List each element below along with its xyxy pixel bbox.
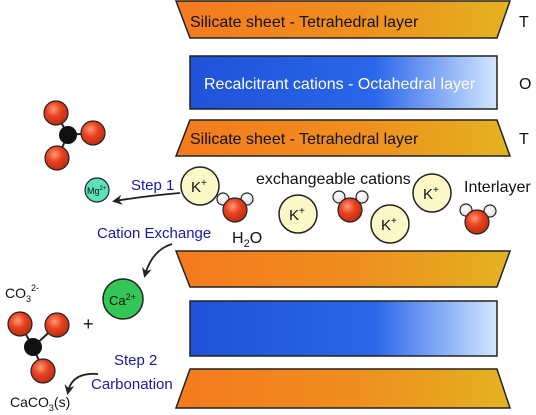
bottom-tetrahedral-sheet: [174, 119, 512, 157]
bottom-tetrahedral-label: Silicate sheet - Tetrahedral layer: [190, 131, 419, 148]
side-label-o: O: [519, 76, 531, 93]
step-1-arrow: [112, 192, 181, 205]
k-ion: K+: [180, 166, 220, 206]
step-2-label: Step 2: [114, 352, 157, 369]
plus-sign: +: [83, 314, 94, 334]
interlayer-region: exchangeable cations Interlayer K+ K+ K+…: [180, 166, 531, 250]
octahedral-sheet: [189, 55, 498, 110]
k-ion: K+: [370, 204, 410, 244]
top-tetrahedral-label: Silicate sheet - Tetrahedral layer: [190, 14, 419, 31]
water-formula-label: H2O: [232, 230, 262, 250]
top-clay-unit: Silicate sheet - Tetrahedral layer Recal…: [174, 0, 531, 157]
mg-ion: Mg2+: [84, 177, 110, 203]
side-label-t-top: T: [519, 14, 529, 31]
exchange-to-carbonation-arrow: [142, 243, 173, 278]
k-ion: K+: [278, 194, 318, 234]
cation-exchange-label: Cation Exchange: [97, 225, 211, 242]
lower-octahedral-sheet: [189, 300, 498, 357]
water-molecule: [459, 203, 497, 235]
step-2-carbonation: CO32- + Ca2+ Step 2 Carbonation CaCO3(s): [5, 278, 173, 413]
octahedral-label: Recalcitrant cations - Octahedral layer: [204, 76, 476, 93]
k-ion: K+: [412, 173, 452, 213]
lower-tetrahedral-sheet-b: [174, 368, 512, 409]
svg-text:K+: K+: [191, 178, 207, 196]
svg-text:K+: K+: [289, 206, 305, 224]
step-1-label: Step 1: [131, 177, 174, 194]
lower-tetrahedral-sheet-a: [174, 250, 512, 288]
interlayer-label: Interlayer: [464, 179, 531, 196]
step-2-arrow: [64, 372, 99, 395]
carbonate-ion-label: CO32-: [5, 283, 39, 304]
exchangeable-cations-label: exchangeable cations: [256, 171, 411, 188]
water-molecule: [216, 192, 254, 223]
carbonate-molecule: [7, 311, 70, 384]
step-1-cation-exchange: Mg2+ Step 1 Cation Exchange: [43, 100, 211, 278]
svg-text:Ca2+: Ca2+: [109, 292, 136, 308]
side-label-t-bottom: T: [519, 131, 529, 148]
bottom-clay-unit: [174, 250, 512, 409]
svg-text:K+: K+: [423, 185, 439, 203]
carbonation-label: Carbonation: [91, 376, 173, 393]
svg-text:K+: K+: [381, 216, 397, 234]
svg-text:Mg2+: Mg2+: [87, 186, 107, 196]
carbonate-molecule: [43, 100, 106, 171]
water-molecule: [332, 190, 369, 223]
calcium-carbonate-label: CaCO3(s): [10, 394, 70, 413]
ca-ion: Ca2+: [102, 278, 144, 320]
top-tetrahedral-sheet: [174, 0, 512, 39]
